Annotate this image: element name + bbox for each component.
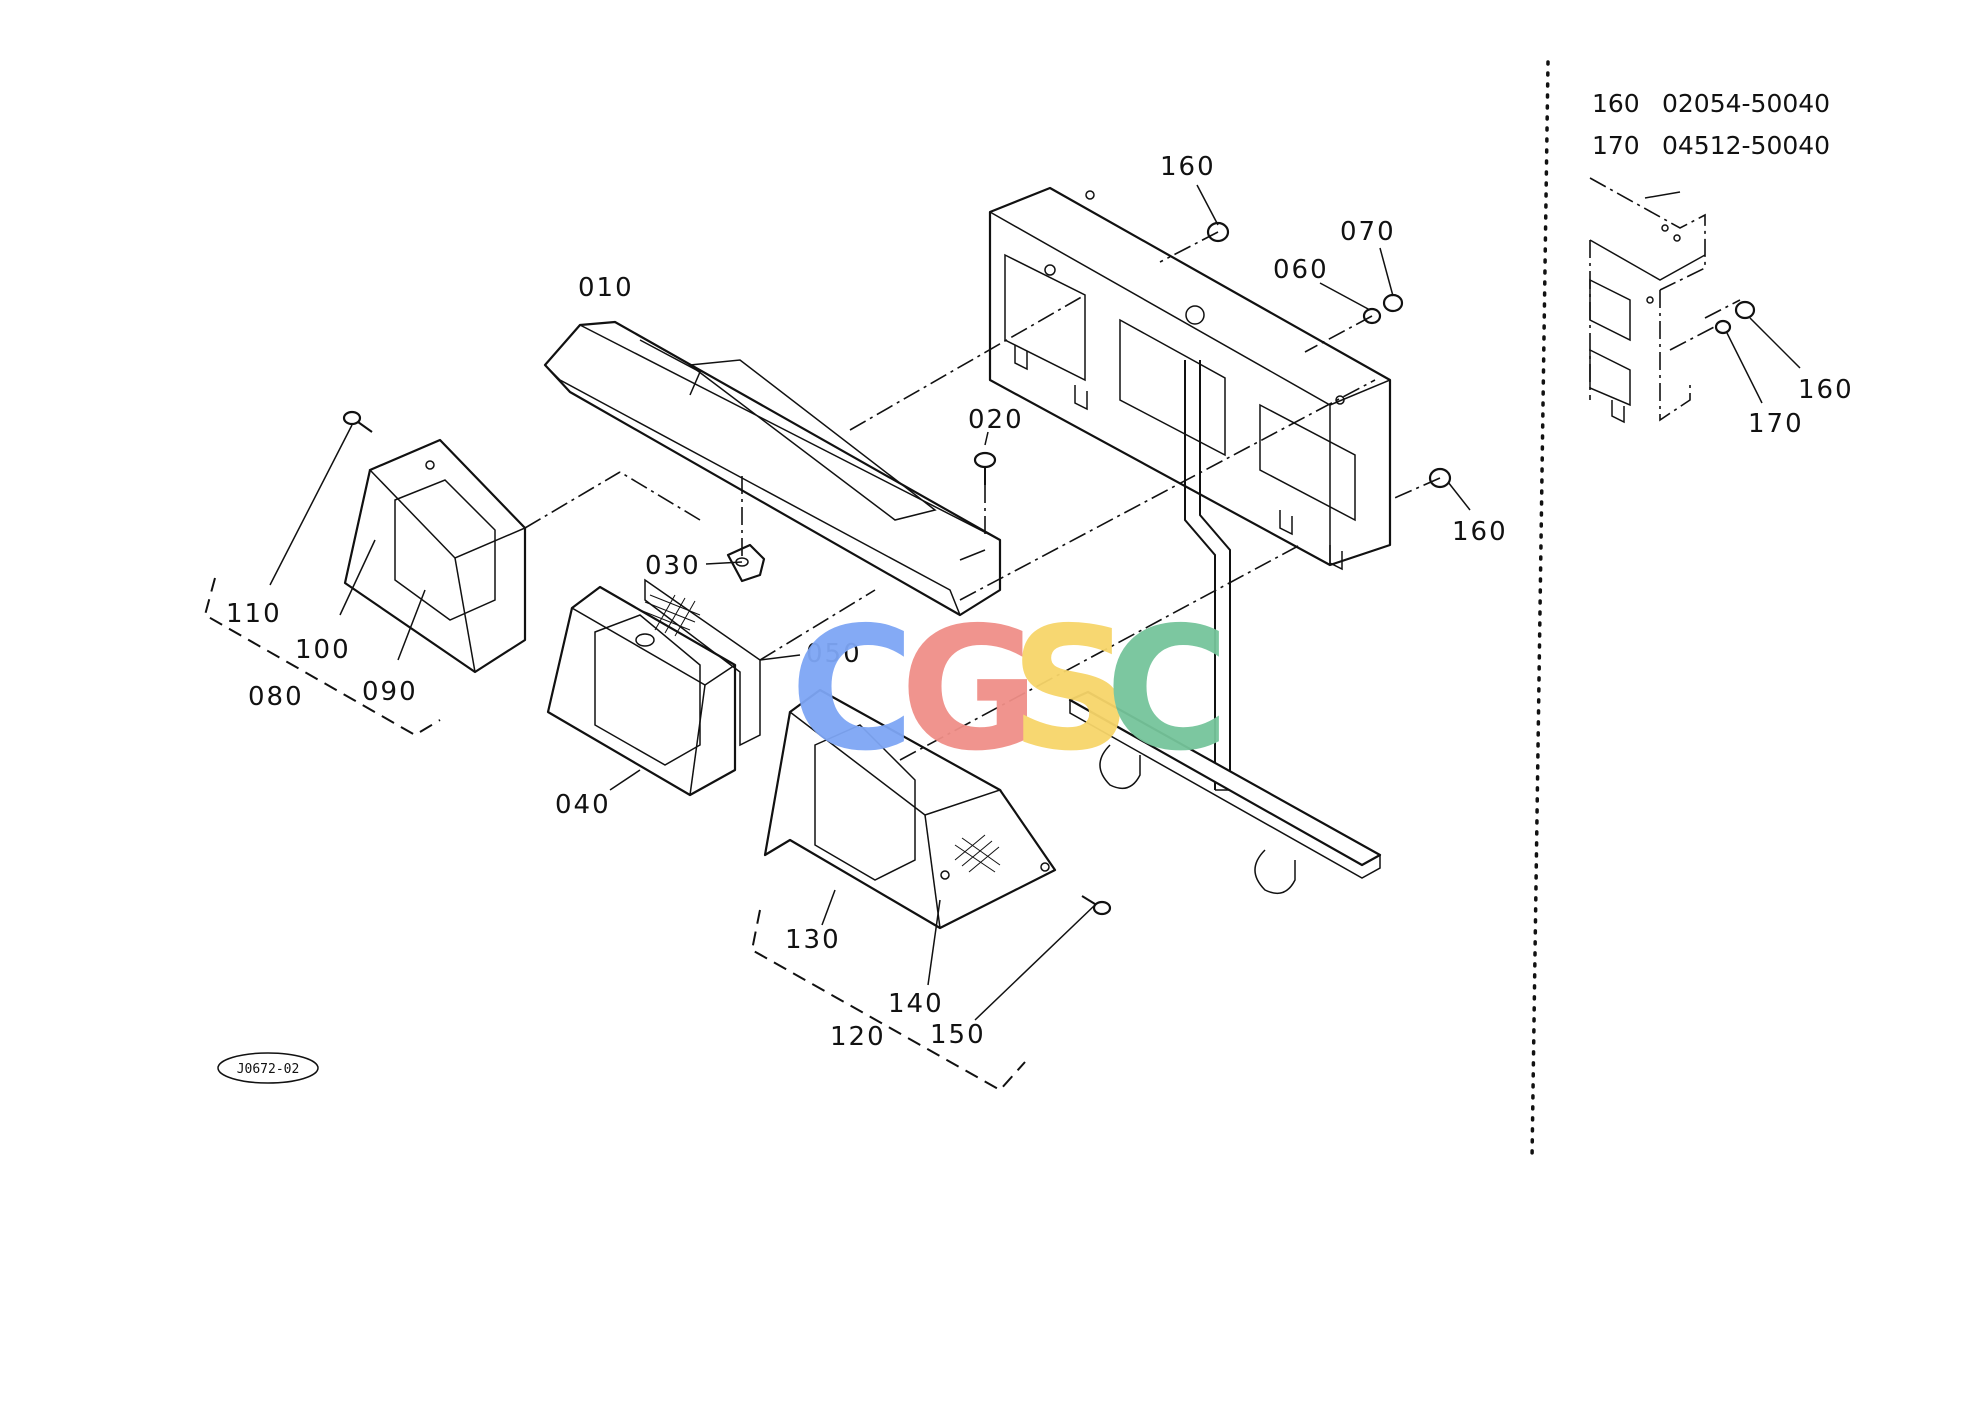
inset-detail (1589, 177, 1801, 424)
watermark-letter-3: S (1010, 591, 1132, 789)
parts-legend: 160 02054-50040 170 04512-50040 (1592, 89, 1830, 160)
watermark-letter-1: C (790, 591, 915, 789)
callout-010: 010 (578, 273, 634, 303)
clip-030 (726, 543, 766, 583)
callout-150: 150 (930, 1020, 986, 1050)
screw-110 (342, 410, 373, 433)
legend-part-170: 04512-50040 (1662, 131, 1830, 160)
leader-lines (269, 184, 1471, 1021)
callout-130: 130 (785, 925, 841, 955)
diagram-identifier-text: J0672-02 (237, 1062, 300, 1077)
bolt-020 (973, 451, 997, 485)
screw-150 (1081, 895, 1112, 916)
legend-ref-160: 160 (1592, 89, 1640, 118)
front-panel-010 (543, 320, 1002, 617)
watermark: C G S C (790, 591, 1230, 789)
frame-bracket (988, 186, 1392, 571)
callout-070: 070 (1340, 217, 1396, 247)
callout-060: 060 (1273, 255, 1329, 285)
callout-160-top: 160 (1160, 152, 1216, 182)
legend-part-160: 02054-50040 (1662, 89, 1830, 118)
legend-ref-170: 170 (1592, 131, 1640, 160)
callout-020: 020 (968, 405, 1024, 435)
callout-160-inset: 160 (1798, 375, 1854, 405)
watermark-letter-2: G (900, 591, 1040, 789)
nut-160-inset (1734, 300, 1756, 320)
callout-100: 100 (295, 635, 351, 665)
watermark-letter-4: C (1105, 591, 1230, 789)
washer-170-inset (1714, 319, 1732, 335)
diagram-identifier: J0672-02 (217, 1052, 319, 1084)
callout-labels: 010 020 030 040 050 060 070 080 090 100 … (226, 152, 1854, 1052)
callout-110: 110 (226, 599, 282, 629)
lamp-housing-040 (546, 585, 737, 797)
lower-bar (1068, 690, 1382, 895)
assembly-bracket-080 (203, 577, 441, 737)
sheet-divider (1530, 60, 1550, 1162)
lamp-housing-130 (763, 688, 1057, 930)
callout-120: 120 (830, 1022, 886, 1052)
lamp-housing-090 (343, 438, 527, 674)
callout-170-inset: 170 (1748, 409, 1804, 439)
callout-030: 030 (645, 551, 701, 581)
callout-140: 140 (888, 989, 944, 1019)
callout-050: 050 (806, 639, 862, 669)
callout-080: 080 (248, 682, 304, 712)
callout-090: 090 (362, 677, 418, 707)
assembly-bracket-120 (750, 909, 1026, 1092)
callout-040: 040 (555, 790, 611, 820)
nut-070 (1382, 293, 1404, 313)
callout-160-right: 160 (1452, 517, 1508, 547)
